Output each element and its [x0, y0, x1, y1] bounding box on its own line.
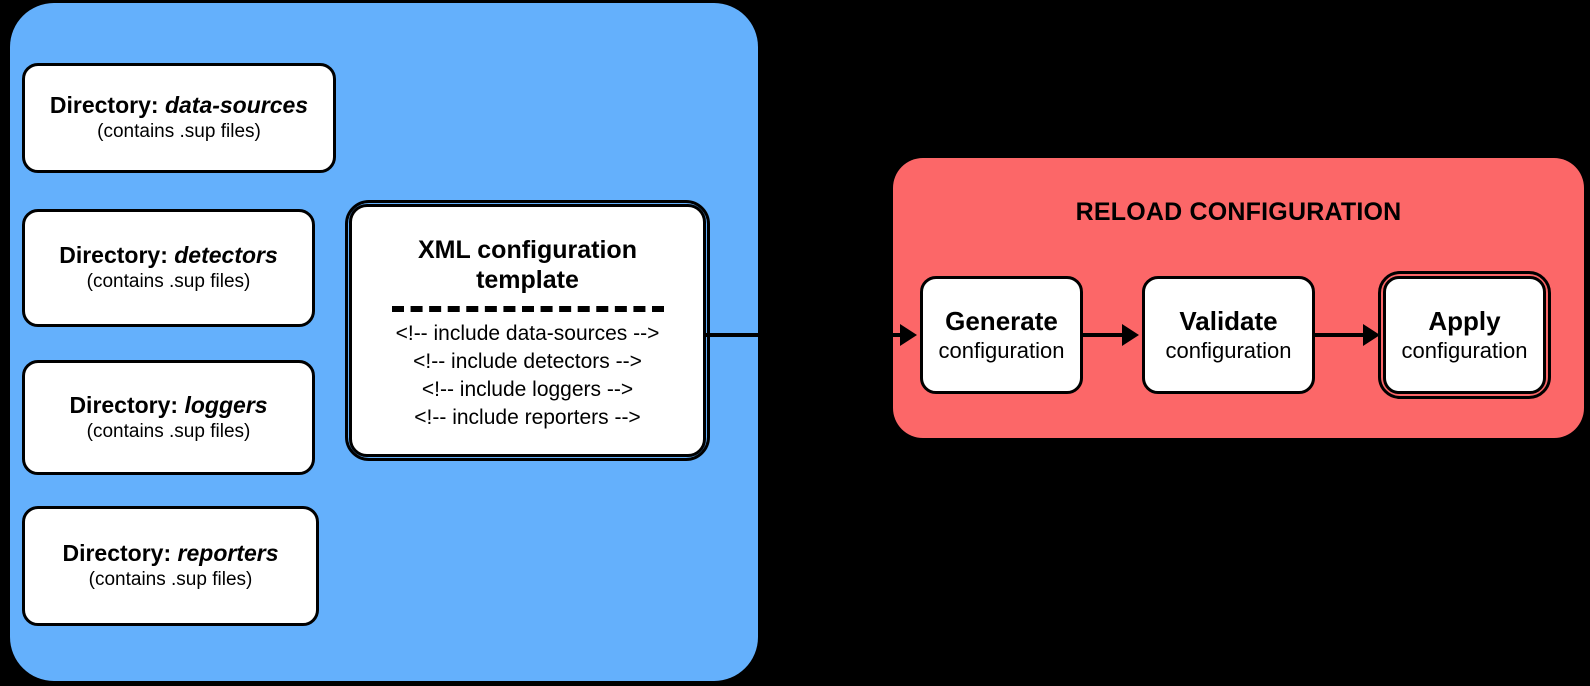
connector-template-to-reload: [706, 333, 758, 337]
xml-template-title-line-1: XML configuration: [418, 236, 637, 264]
directory-card-detectors[interactable]: Directory: detectors (contains .sup file…: [22, 209, 315, 327]
directory-label: Directory:: [59, 242, 168, 269]
connector-into-generate: [866, 333, 910, 337]
directory-name: loggers: [184, 391, 268, 418]
directory-card-subtitle: (contains .sup files): [88, 569, 253, 591]
arrow-head-icon-generate-to-validate: [1122, 324, 1139, 346]
connector-generate-to-validate: [1083, 333, 1128, 337]
directory-card-subtitle: (contains .sup files): [86, 420, 251, 442]
step-object-label: configuration: [938, 337, 1065, 363]
step-validate-configuration[interactable]: Validate configuration: [1142, 276, 1315, 394]
directory-card-title: Directory: detectors: [59, 242, 278, 269]
xml-include-line: <!-- include reporters -->: [414, 405, 641, 429]
step-object-label: configuration: [1401, 337, 1528, 363]
directory-name: data-sources: [164, 92, 309, 119]
xml-include-line: <!-- include data-sources -->: [395, 322, 660, 345]
directory-card-title: Directory: reporters: [62, 540, 278, 567]
directory-card-reporters[interactable]: Directory: reporters (contains .sup file…: [22, 506, 319, 626]
arrow-head-icon-into-generate: [900, 324, 917, 346]
directory-label: Directory:: [69, 391, 179, 418]
directory-card-title: Directory: data-sources: [50, 92, 308, 119]
xml-template-title-line-2: template: [476, 266, 579, 294]
xml-include-line: <!-- include detectors -->: [413, 349, 642, 373]
directory-card-subtitle: (contains .sup files): [86, 271, 251, 293]
step-object-label: configuration: [1165, 337, 1292, 363]
directory-card-loggers[interactable]: Directory: loggers (contains .sup files): [22, 360, 315, 475]
xml-template-include-list: <!-- include data-sources --> <!-- inclu…: [396, 320, 660, 432]
arrow-head-icon-validate-to-apply: [1363, 324, 1380, 346]
xml-include-line: <!-- include loggers -->: [421, 377, 634, 401]
step-action-label: Apply: [1428, 306, 1501, 337]
xml-configuration-template-card[interactable]: XML configuration template <!-- include …: [345, 200, 710, 461]
directory-label: Directory:: [62, 540, 172, 567]
step-apply-configuration[interactable]: Apply configuration: [1378, 271, 1551, 399]
directory-card-title: Directory: loggers: [69, 392, 267, 419]
directory-label: Directory:: [49, 92, 159, 119]
xml-template-divider: [391, 306, 664, 312]
xml-template-title: XML configuration template: [418, 235, 637, 295]
step-generate-configuration[interactable]: Generate configuration: [920, 276, 1083, 394]
reload-panel-title: RELOAD CONFIGURATION: [1075, 198, 1402, 226]
connector-validate-to-apply: [1315, 333, 1369, 337]
directory-card-subtitle: (contains .sup files): [97, 121, 261, 143]
step-action-label: Validate: [1179, 306, 1278, 337]
directory-card-data-sources[interactable]: Directory: data-sources (contains .sup f…: [22, 63, 336, 173]
step-action-label: Generate: [945, 306, 1058, 337]
directory-name: detectors: [174, 242, 278, 269]
directory-name: reporters: [177, 540, 279, 567]
